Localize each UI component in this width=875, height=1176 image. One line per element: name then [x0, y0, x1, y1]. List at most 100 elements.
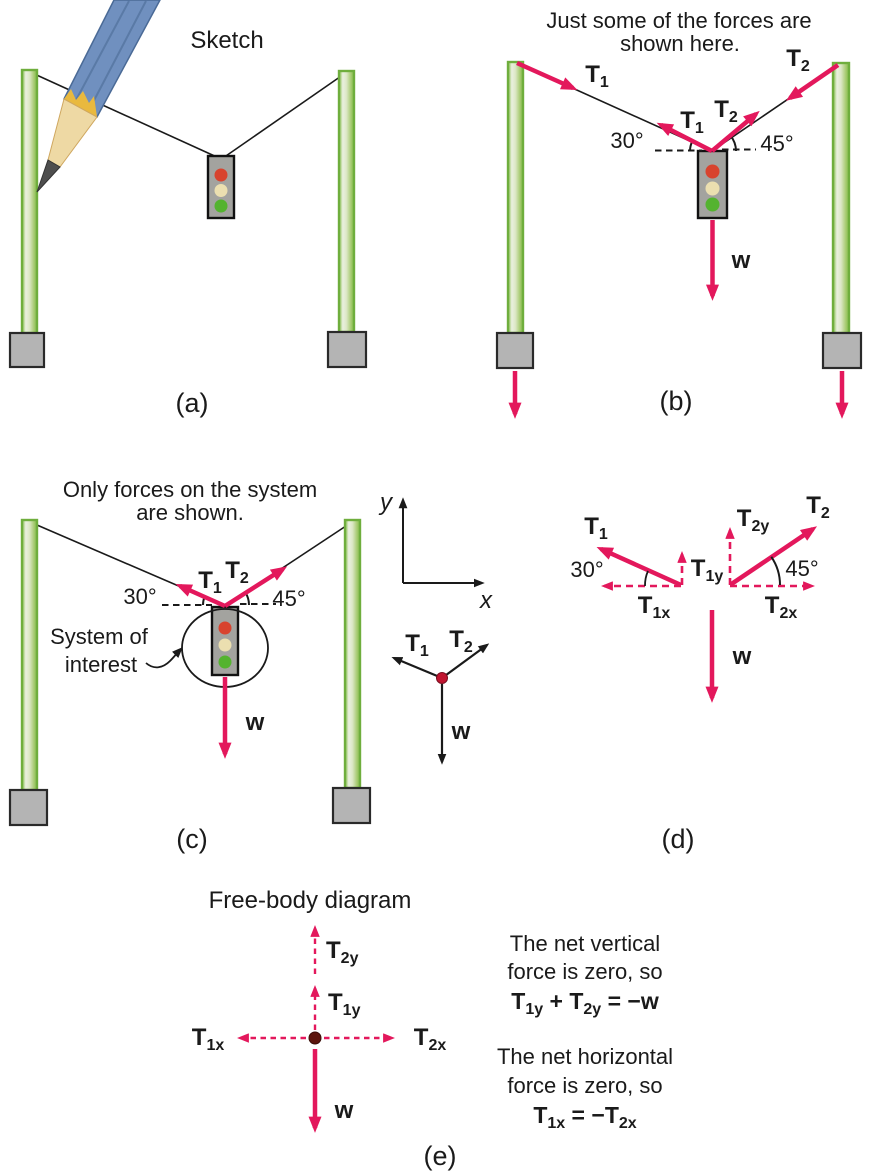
wire-right [222, 71, 348, 159]
tension-t2-arrow [223, 566, 288, 608]
panel-b-some-forces: Just some of the forces are shown here. … [495, 8, 863, 419]
amber-light [218, 638, 232, 652]
panel-d-label: (d) [662, 824, 695, 854]
point-mass-dot [308, 1031, 322, 1045]
angle-45-label: 45° [785, 556, 818, 581]
pencil-icon [36, 0, 161, 193]
red-light [218, 621, 232, 635]
panel-b-label: (b) [660, 386, 693, 416]
t2y-label: T2y [326, 937, 359, 967]
traffic-light [696, 149, 729, 220]
tension-t1-arrow [596, 546, 682, 588]
red-light [705, 164, 720, 179]
t1x-label: T1x [638, 592, 671, 622]
system-of-interest-line2: interest [65, 652, 137, 677]
pencil-stripe [74, 0, 130, 103]
tension-t1-arrow [175, 583, 226, 609]
panel-b-title-line1: Just some of the forces are [546, 8, 811, 33]
pencil-stripe [88, 0, 147, 111]
t1-label: T1 [584, 513, 608, 543]
tension-t2-arrow-at-light [710, 110, 760, 153]
panel-b-title-line2: shown here. [620, 31, 740, 56]
weight-label: w [731, 247, 751, 274]
point-mass-dot [436, 672, 448, 684]
angle-45-label: 45° [272, 586, 305, 611]
pole-base-right [326, 330, 368, 369]
panel-a-label: (a) [176, 388, 209, 418]
t2-label: T2 [225, 557, 249, 587]
weight-label: w [245, 709, 265, 736]
vertical-equation: T1y + T2y = −w [511, 988, 659, 1018]
mini-weight-label: w [451, 718, 471, 745]
t1-label-pole: T1 [585, 61, 609, 91]
vertical-note-line1: The net vertical [510, 931, 660, 956]
mini-t1-arrow [391, 656, 443, 680]
pencil-paint-edge [64, 89, 97, 117]
panel-d-components: T1 30° T1x T1y T2y T2 45° T2x w (d) [570, 492, 830, 854]
t2-label-pole: T2 [786, 45, 810, 75]
x-axis-label: x [479, 587, 493, 614]
pole-right [831, 61, 851, 335]
angle-45-label: 45° [760, 131, 793, 156]
t2y-label: T2y [737, 505, 770, 535]
t1y-label: T1y [691, 555, 724, 585]
mini-t2-arrow [441, 643, 490, 679]
angle-arc-30 [644, 570, 649, 587]
panel-c-system: Only forces on the system are shown. T1 … [8, 477, 493, 854]
coordinate-axes: y x [378, 489, 493, 614]
y-axis-label: y [378, 489, 394, 516]
pole-right [343, 518, 362, 790]
tension-t1-arrow-at-light [656, 122, 714, 154]
angle-30-label: 30° [123, 584, 156, 609]
green-light [214, 199, 228, 213]
tension-t1-arrow-at-pole [516, 60, 578, 91]
mini-t1-label: T1 [405, 630, 429, 660]
panel-c-title-line1: Only forces on the system [63, 477, 317, 502]
pole-base-left [8, 331, 46, 369]
angle-30-label: 30° [570, 557, 603, 582]
pole-base-left [495, 331, 535, 370]
horizontal-equation: T1x = −T2x [533, 1102, 636, 1132]
weight-label: w [732, 643, 752, 670]
pole-right [337, 69, 356, 334]
mini-free-body-diagram: T1 T2 w [391, 626, 490, 765]
amber-light [705, 181, 720, 196]
panel-a-sketch: Sketch (a) [8, 0, 368, 418]
pole-base-right [331, 786, 372, 825]
mini-t2-label: T2 [449, 626, 473, 656]
system-pointer-arrow [145, 647, 183, 669]
green-light [218, 655, 232, 669]
pole-base-right [821, 331, 863, 370]
weight-label: w [334, 1097, 354, 1124]
t1-label: T1 [198, 567, 222, 597]
horizontal-note-line2: force is zero, so [507, 1073, 662, 1098]
panel-c-title-line2: are shown. [136, 500, 244, 525]
tension-t2-arrow-at-pole [785, 63, 840, 101]
angle-30-label: 30° [610, 128, 643, 153]
panel-a-title: Sketch [190, 27, 263, 54]
t2x-label: T2x [765, 592, 798, 622]
pole-left [20, 518, 39, 792]
pencil-graphite-tip [36, 159, 61, 193]
panel-c-label: (c) [176, 824, 207, 854]
t1x-label: T1x [192, 1024, 225, 1054]
red-light [214, 168, 228, 182]
angle-arc-45 [770, 556, 782, 586]
horizontal-note-line1: The net horizontal [497, 1044, 673, 1069]
pole-left [506, 60, 525, 335]
system-of-interest-line1: System of [50, 624, 149, 649]
traffic-light [206, 154, 236, 220]
panel-e-free-body: Free-body diagram T2y T1y T1x T2x w The … [192, 887, 673, 1171]
pole-base-left [8, 788, 49, 827]
amber-light [214, 184, 228, 197]
t2x-label: T2x [414, 1024, 447, 1054]
green-light [705, 197, 720, 212]
traffic-light [210, 605, 240, 677]
pole-left [20, 68, 39, 335]
t1y-label: T1y [328, 989, 361, 1019]
t2-label-light: T2 [714, 96, 738, 126]
vertical-note-line2: force is zero, so [507, 959, 662, 984]
wire-left [29, 71, 220, 159]
t1-label-light: T1 [680, 107, 704, 137]
